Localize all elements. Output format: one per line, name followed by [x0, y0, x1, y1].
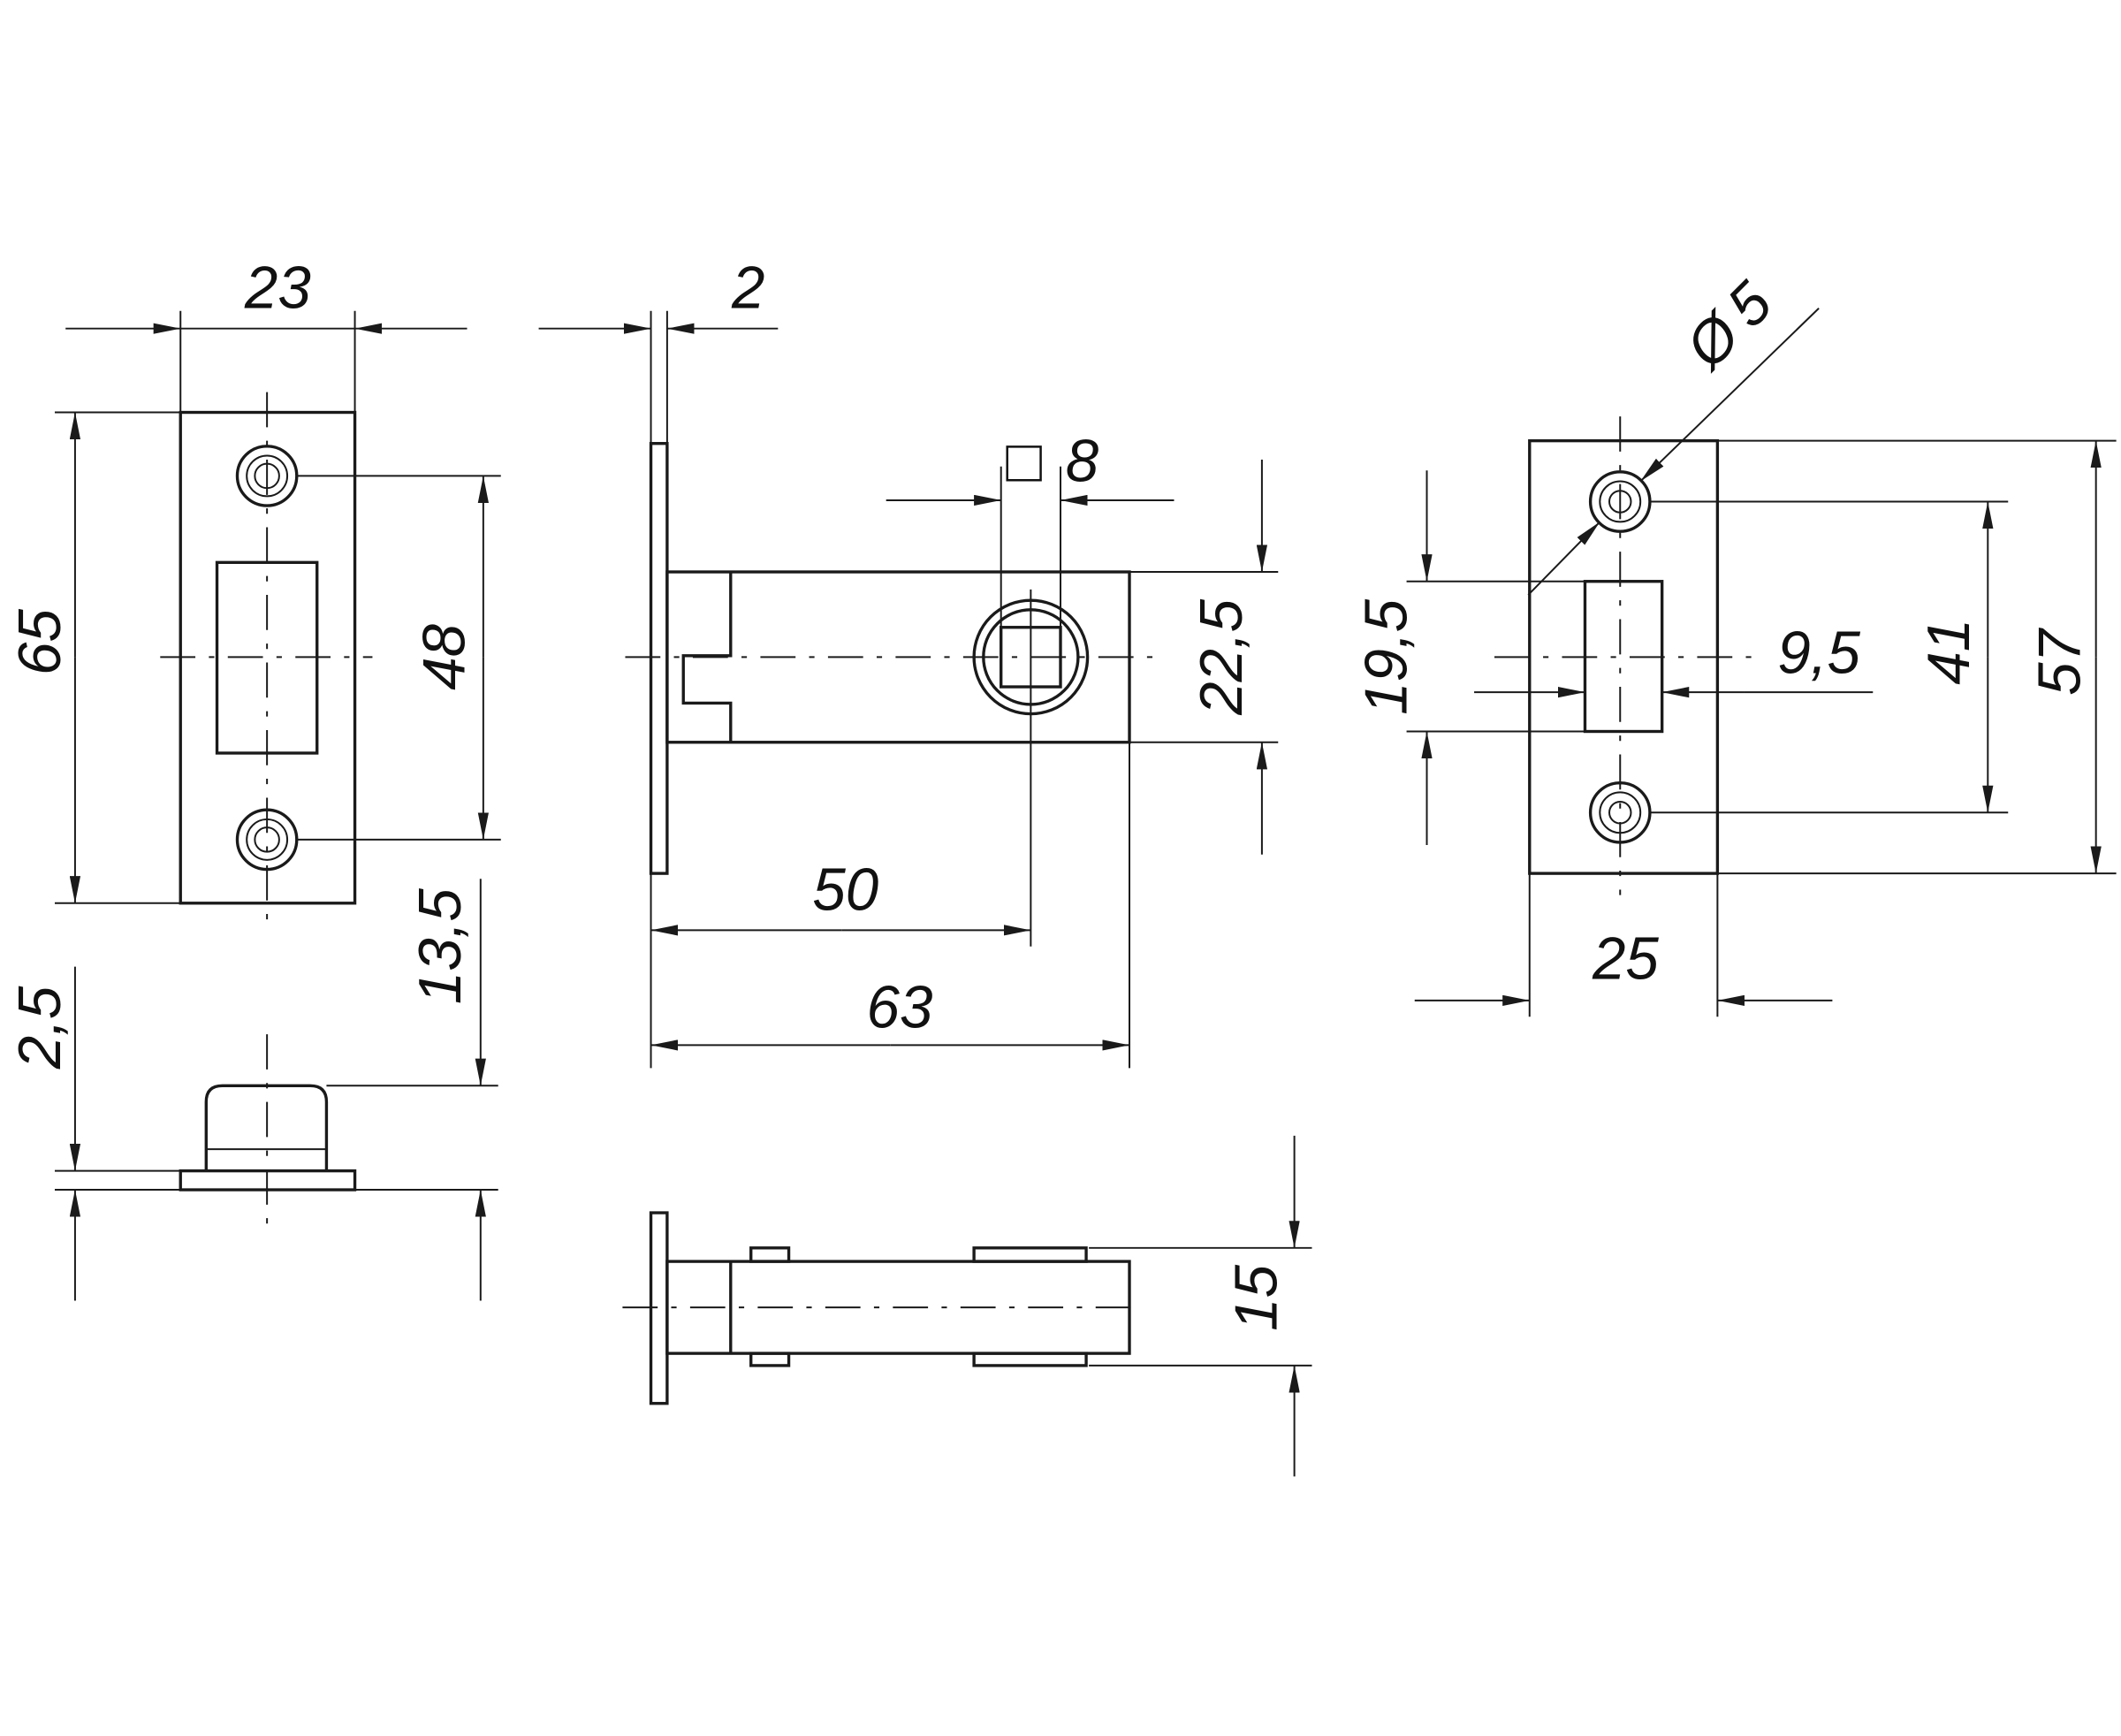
dim-bolt-width: 9,5: [1777, 621, 1860, 687]
dim-strike-width: 23: [244, 255, 311, 322]
faceplate-front-view: 25 57 41 19,5 9,5 Ø 5: [1354, 270, 2117, 1017]
dim-strike-height: 65: [7, 609, 73, 675]
dim-body-width: 15: [1224, 1264, 1290, 1330]
dim-strike-screw-spacing: 48: [411, 623, 477, 689]
dim-faceplate-height: 57: [2026, 628, 2093, 696]
dim-body-length: 63: [867, 974, 933, 1040]
strike-plate-bottom-view: 13,5 2,5: [7, 879, 498, 1301]
latch-side-view: 2 □ 8 22,5 50 63: [538, 255, 1279, 1069]
dim-faceplate-thickness: 2: [731, 255, 764, 322]
dim-backset: 50: [812, 857, 878, 923]
dim-spindle-square: 8: [1066, 429, 1099, 495]
dim-spindle-symbol: □: [1006, 429, 1042, 495]
dim-boss-height: 13,5: [407, 888, 474, 1005]
dim-faceplate-width: 25: [1592, 925, 1659, 992]
strike-plate-front-view: 23 65 48: [7, 255, 501, 923]
latch-top-view: 15: [622, 1135, 1312, 1477]
dim-body-height: 22,5: [1189, 598, 1255, 716]
dim-faceplate-screw-spacing: 41: [1916, 619, 1982, 685]
dim-bolt-height: 19,5: [1354, 598, 1420, 715]
dim-plate-thickness: 2,5: [7, 986, 73, 1070]
